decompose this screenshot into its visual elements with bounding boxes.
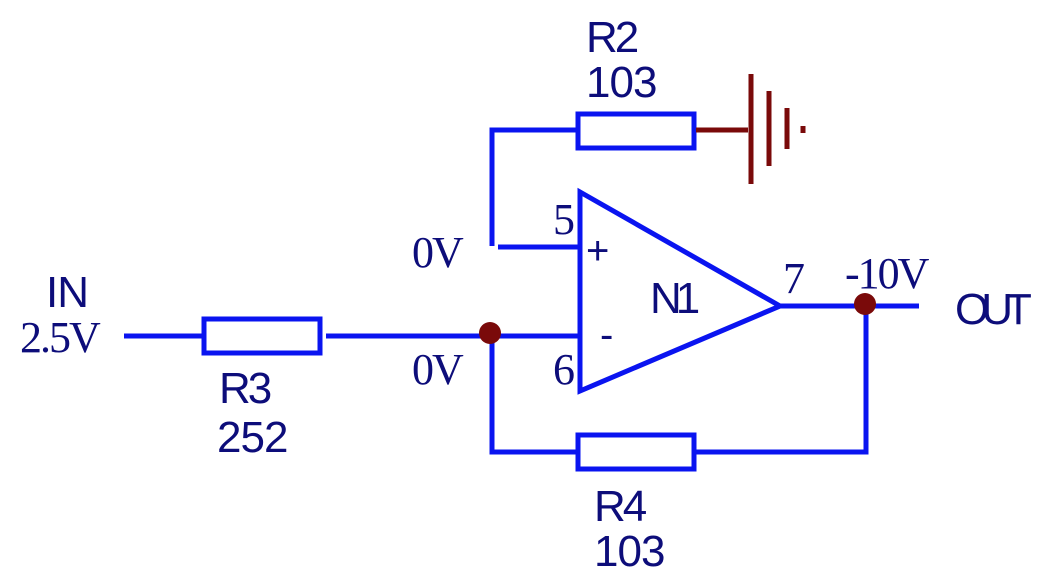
pin5-label: 5 bbox=[553, 195, 574, 244]
resistor-r2 bbox=[575, 111, 697, 151]
ground-icon bbox=[748, 74, 806, 184]
feedback-right-wire bbox=[696, 306, 869, 455]
r3-value: 252 bbox=[217, 413, 287, 462]
r4-value: 103 bbox=[594, 527, 664, 576]
input-branch bbox=[124, 316, 578, 356]
junction-node-inverting bbox=[479, 322, 501, 344]
opamp-n1 bbox=[577, 187, 786, 395]
feedback-left-wire bbox=[489, 336, 578, 455]
r2-left-wire bbox=[489, 127, 578, 246]
r4-designator: R4 bbox=[594, 482, 647, 531]
opamp-designator: N1 bbox=[650, 274, 699, 323]
minus-symbol: - bbox=[600, 313, 612, 357]
junction-node-output bbox=[854, 293, 876, 315]
noninverting-voltage: 0V bbox=[412, 228, 464, 277]
r3-designator: R3 bbox=[219, 364, 271, 413]
output-voltage: -10V bbox=[845, 249, 930, 298]
inverting-voltage: 0V bbox=[412, 345, 464, 394]
feedback-branch bbox=[489, 306, 869, 472]
resistor-r3 bbox=[201, 316, 323, 356]
input-voltage: 2.5V bbox=[20, 313, 101, 362]
r2-designator: R2 bbox=[586, 13, 638, 62]
r2-value: 103 bbox=[586, 58, 656, 107]
pin6-label: 6 bbox=[553, 345, 574, 394]
plus-symbol: + bbox=[586, 229, 608, 273]
input-label: IN bbox=[46, 268, 88, 317]
pin7-label: 7 bbox=[783, 254, 804, 303]
noninverting-branch bbox=[489, 74, 806, 250]
resistor-r4 bbox=[575, 432, 697, 472]
output-label: OUT bbox=[955, 285, 1031, 334]
